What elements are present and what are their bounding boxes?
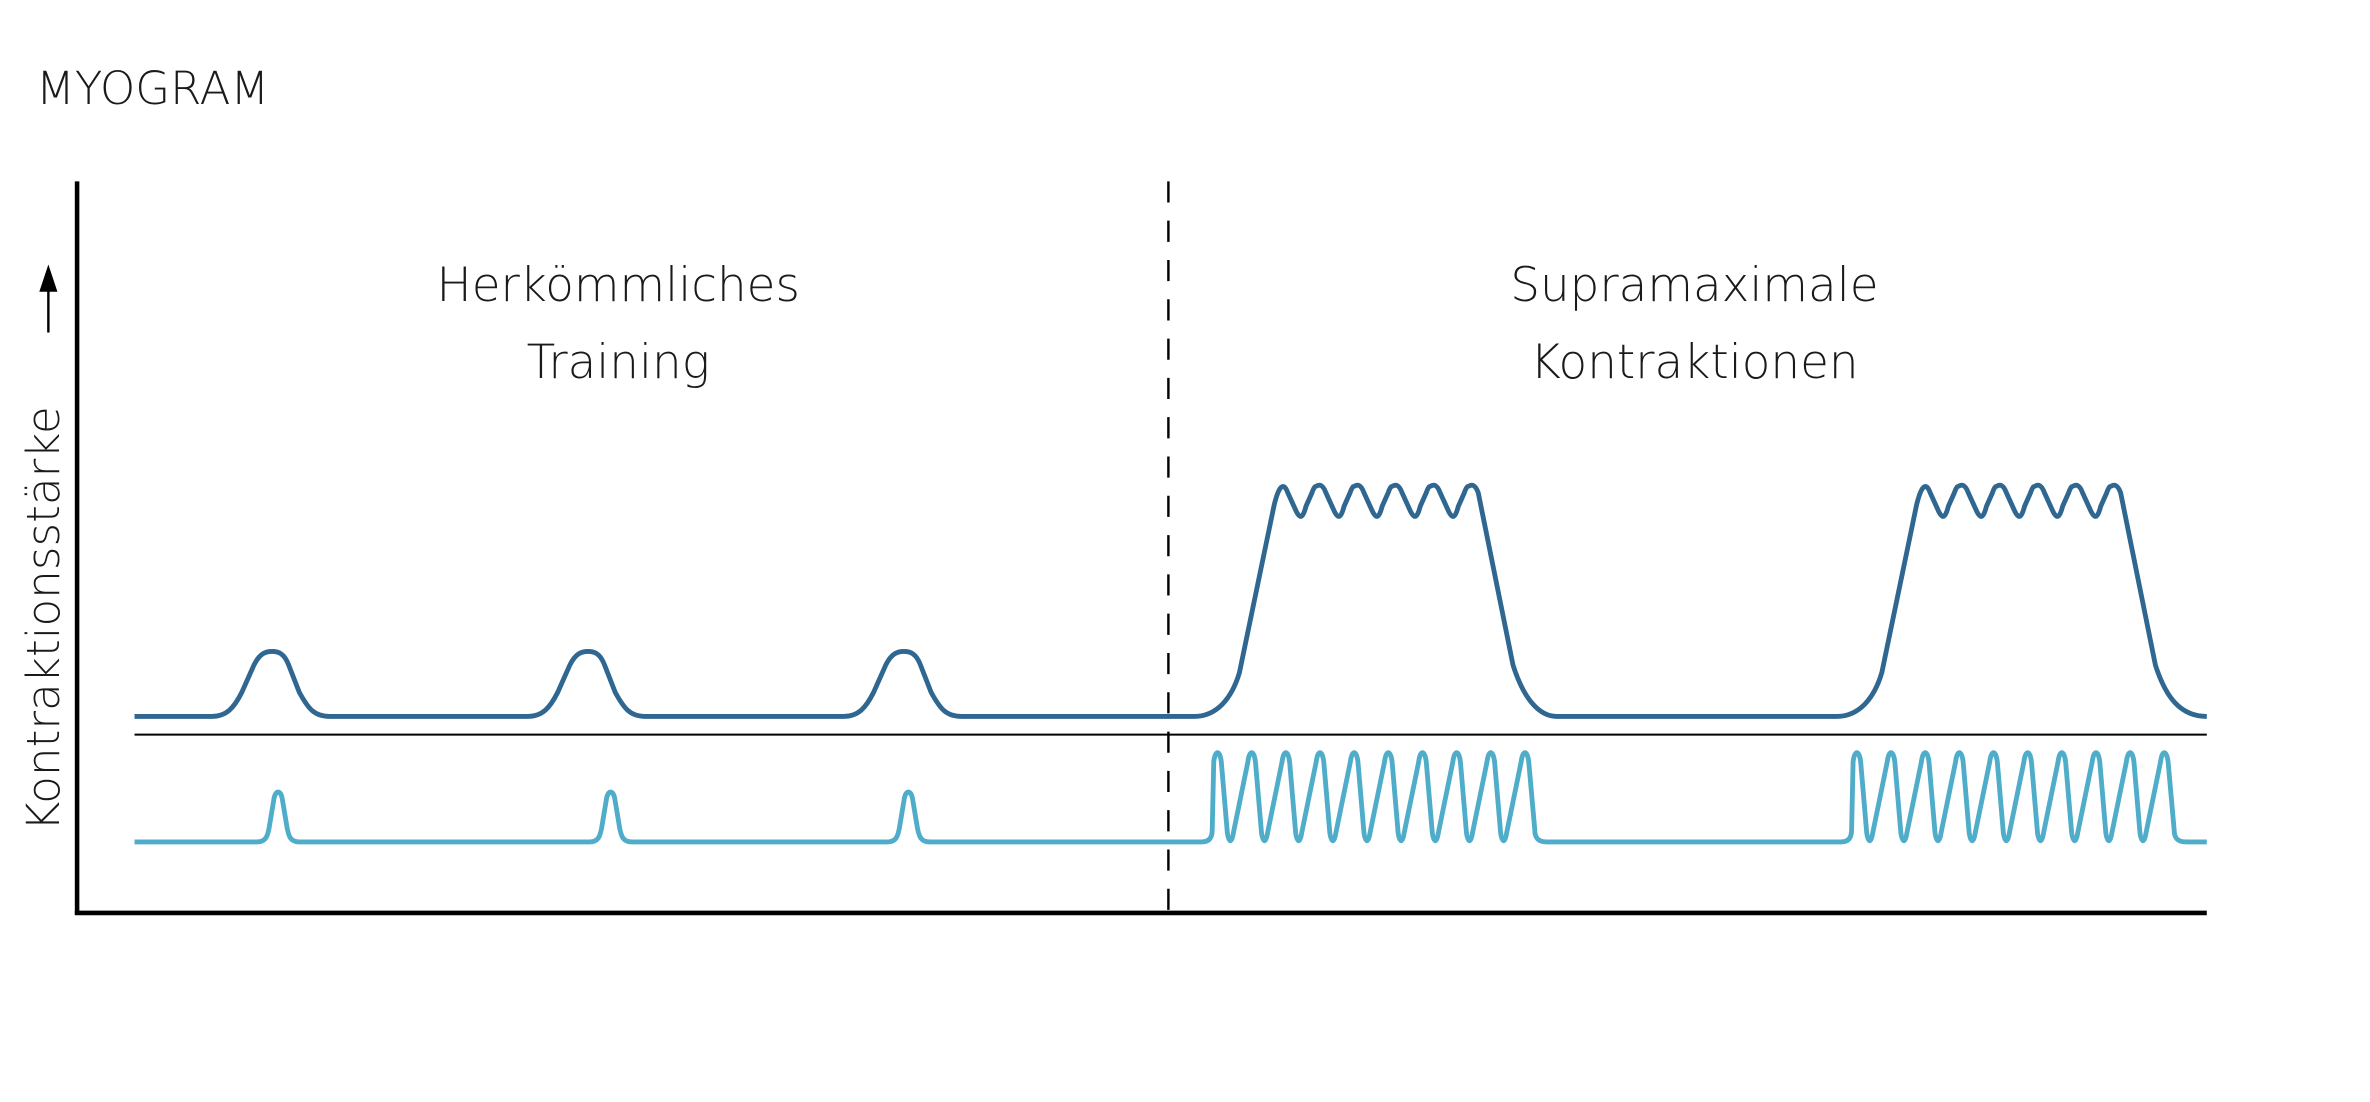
section-label-supramaximal-line2: Kontraktionen: [1530, 336, 1858, 390]
diagram-title: MYOGRAM: [36, 62, 269, 115]
y-axis-label: Kontraktionsstärke: [17, 406, 70, 831]
stimulus-trace: [134, 750, 2207, 845]
force-trace: [134, 482, 2207, 719]
arrow-up-icon: [39, 264, 58, 333]
section-label-conventional-line2: Training: [527, 336, 710, 390]
section-label-conventional-line1: Herkömmliches: [437, 259, 800, 313]
section-label-supramaximal-line1: Supramaximale: [1510, 259, 1878, 313]
